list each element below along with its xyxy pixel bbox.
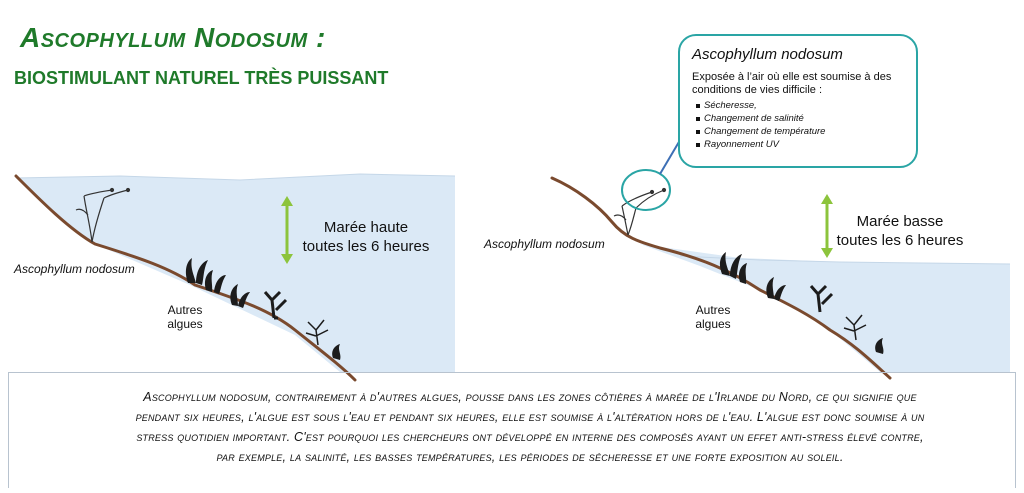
right-other-algae-line1: Autres [695, 303, 731, 317]
left-tide-line1: Marée haute [323, 219, 409, 236]
callout-list: Sécheresse, Changement de salinité Chang… [696, 99, 916, 151]
left-ascophyllum-icon [75, 187, 131, 243]
description-text: Ascophyllum nodosum, contrairement à d'a… [135, 390, 925, 464]
page-subtitle: BIOSTIMULANT NATUREL TRÈS PUISSANT [14, 68, 389, 88]
left-tide-arrow [281, 196, 293, 264]
right-tide-line1: Marée basse [856, 213, 944, 230]
left-other-algae-line2: algues [167, 317, 203, 331]
callout-item: Rayonnement UV [696, 138, 916, 151]
right-tide-line2: toutes les 6 heures [836, 232, 964, 249]
callout-item: Changement de température [696, 125, 916, 138]
right-water-surface [679, 255, 1011, 265]
left-seabed [14, 174, 357, 382]
callout-title: Ascophyllum nodosum [692, 46, 843, 63]
right-tide-label: Marée basse toutes les 6 heures [830, 212, 970, 250]
left-other-algae-label: Autres algues [160, 303, 210, 331]
callout-item: Sécheresse, [696, 99, 916, 112]
right-ascophyllum-icon [613, 187, 667, 236]
left-water [16, 174, 455, 372]
left-other-algae-icon [185, 258, 341, 360]
right-other-algae-icon [719, 252, 884, 354]
stress-callout: Ascophyllum nodosum Exposée à l’air où e… [678, 34, 918, 168]
right-seabed [550, 176, 892, 380]
right-other-algae-line2: algues [695, 317, 731, 331]
callout-item: Changement de salinité [696, 112, 916, 125]
left-tide-line2: toutes les 6 heures [302, 238, 430, 255]
highlight-circle [621, 169, 671, 211]
left-tide-label: Marée haute toutes les 6 heures [296, 218, 436, 256]
left-species-label: Ascophyllum nodosum [14, 262, 135, 276]
right-other-algae-label: Autres algues [688, 303, 738, 331]
left-other-algae-line1: Autres [167, 303, 203, 317]
right-species-label: Ascophyllum nodosum [484, 237, 605, 251]
callout-intro: Exposée à l’air où elle est soumise à de… [692, 71, 892, 96]
left-water-surface [15, 173, 456, 181]
description-frame [8, 372, 1016, 488]
right-tide-arrow [821, 194, 833, 258]
page-title: Ascophyllum Nodosum : [20, 22, 326, 53]
